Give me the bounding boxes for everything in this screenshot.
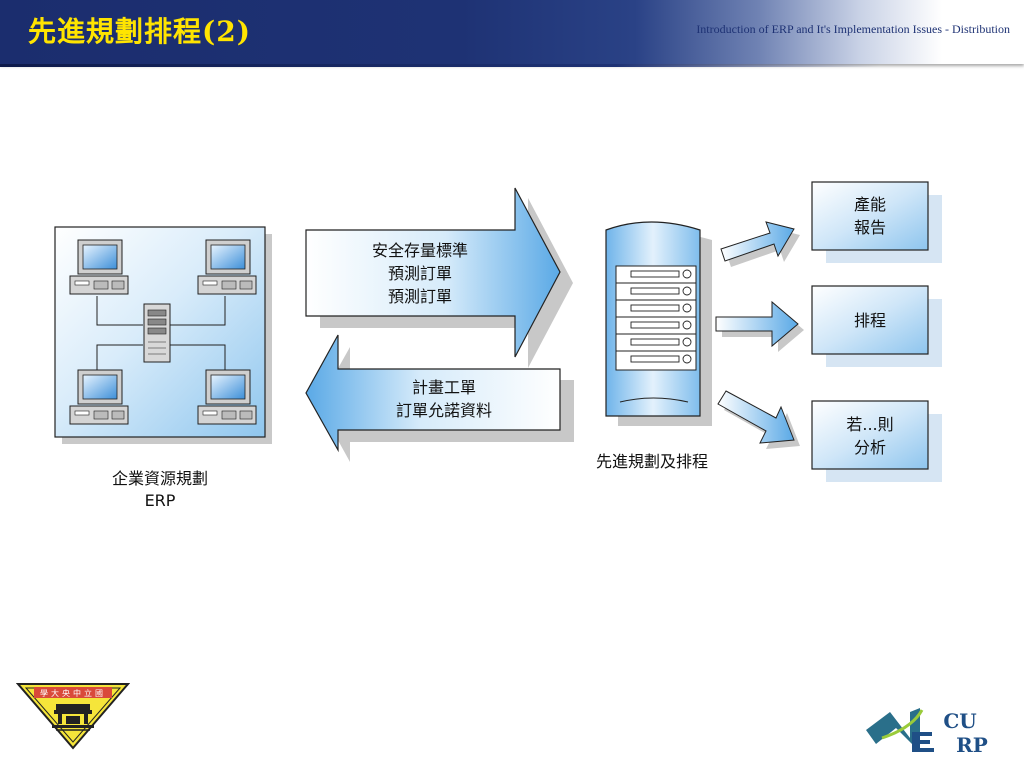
erp-label-line2: ERP [145, 491, 176, 510]
output-box-3-line1: 若...則 [846, 415, 893, 434]
forward-arrow-line2: 預測訂單 [388, 264, 452, 283]
computer-icon [69, 369, 129, 425]
back-arrow-line1: 計畫工單 [412, 378, 476, 397]
computer-icon [197, 239, 257, 295]
slide-subtitle: Introduction of ERP and It's Implementat… [696, 22, 1010, 36]
output-box-what-if-analysis [811, 400, 942, 482]
computer-icon [197, 369, 257, 425]
back-arrow [305, 334, 574, 462]
output-box-2-line1: 排程 [854, 311, 886, 330]
output-box-schedule [811, 285, 942, 367]
logo-text-top: CU [943, 709, 976, 733]
output-arrow-icon [717, 390, 800, 449]
output-box-capacity-report [811, 181, 942, 263]
header-underline [0, 64, 880, 67]
ncu-erp-logo-icon: CU RP [866, 708, 988, 757]
output-box-3-line2: 分析 [854, 438, 886, 457]
output-box-1-line1: 產能 [854, 195, 886, 214]
forward-arrow [305, 187, 573, 368]
erp-label-line1: 企業資源規劃 [112, 469, 208, 488]
erp-panel [54, 226, 272, 444]
back-arrow-line2: 訂單允諾資料 [396, 401, 492, 420]
forward-arrow-line1: 安全存量標準 [372, 241, 468, 260]
output-box-1-line2: 報告 [854, 218, 886, 237]
aps-label: 先進規劃及排程 [596, 452, 708, 471]
seal-text: 學大央中立國 [40, 688, 106, 698]
output-arrow-icon [715, 300, 804, 352]
university-seal-icon: 學大央中立國 [16, 683, 130, 750]
network-lines [96, 296, 226, 370]
aps-server-icon [605, 221, 712, 426]
erp-server-icon [143, 303, 171, 363]
logo-text-bottom: RP [956, 733, 988, 757]
computer-icon [69, 239, 129, 295]
forward-arrow-line3: 預測訂單 [388, 287, 452, 306]
output-arrow-icon [720, 221, 800, 267]
slide-header [0, 0, 1024, 64]
slide-title: 先進規劃排程(2) [28, 15, 251, 48]
